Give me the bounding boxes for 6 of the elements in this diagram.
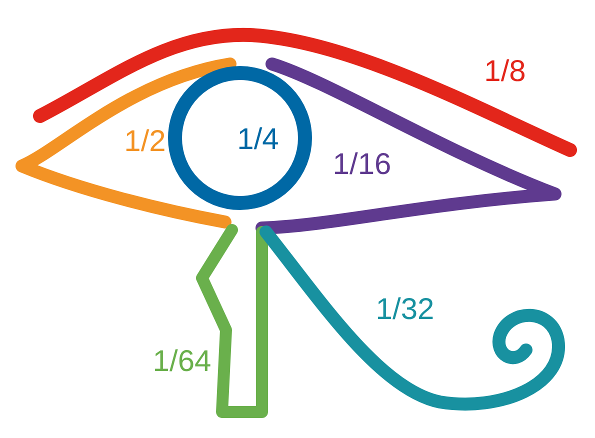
fraction-label: 1/16	[332, 148, 392, 182]
fraction-label: 1/2	[124, 125, 166, 159]
fraction-label: 1/64	[152, 345, 212, 379]
fraction-label: 1/4	[237, 123, 279, 157]
fraction-label: 1/8	[484, 55, 526, 89]
fraction-label: 1/32	[376, 293, 434, 327]
